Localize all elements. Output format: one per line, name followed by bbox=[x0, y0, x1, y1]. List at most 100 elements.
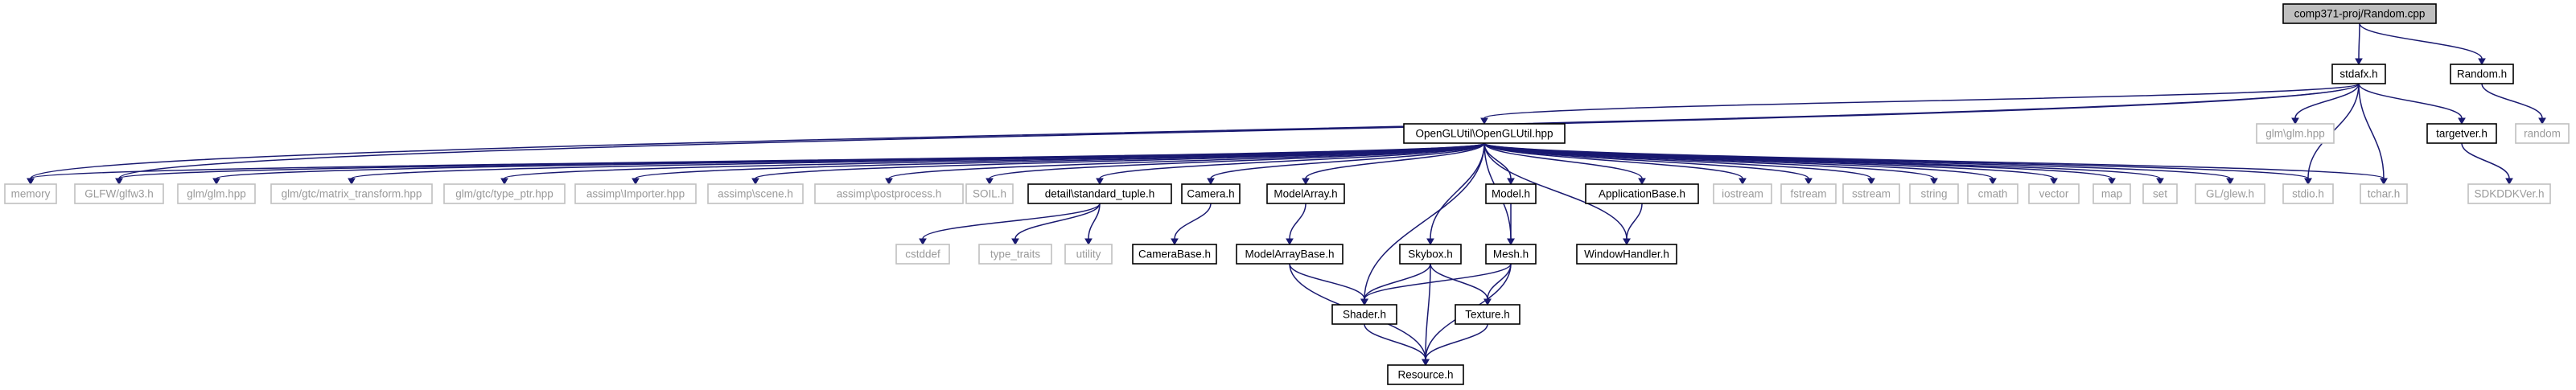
node-windowhandler-h[interactable]: WindowHandler.h bbox=[1576, 244, 1677, 265]
node-box bbox=[2028, 183, 2080, 204]
edge-line bbox=[1099, 142, 1485, 179]
node-resource-h[interactable]: Resource.h bbox=[1387, 364, 1464, 385]
node-label: SOIL.h bbox=[973, 188, 1006, 200]
node-box bbox=[1842, 183, 1900, 204]
dependency-edge bbox=[1011, 203, 1101, 246]
node-box bbox=[1132, 244, 1217, 265]
node-random-h[interactable]: Random.h bbox=[2450, 64, 2514, 84]
node-box bbox=[1387, 364, 1464, 385]
edge-line bbox=[1425, 263, 1431, 360]
dependency-edge bbox=[751, 142, 1485, 186]
edge-line bbox=[2359, 23, 2483, 60]
node-string: string bbox=[1909, 183, 1959, 204]
dependency-edge bbox=[1430, 263, 1492, 306]
node-texture-h[interactable]: Texture.h bbox=[1455, 304, 1520, 325]
dependency-edge bbox=[1422, 323, 1488, 367]
node-label: glm/gtc/matrix_transform.hpp bbox=[282, 188, 422, 200]
node-stdafx-h[interactable]: stdafx.h bbox=[2331, 64, 2386, 84]
arrowhead-icon bbox=[1480, 117, 1488, 125]
arrowhead-icon bbox=[1286, 238, 1294, 246]
node-label: iostream bbox=[1722, 188, 1763, 200]
node-model-h[interactable]: Model.h bbox=[1485, 183, 1537, 204]
node-label: Model.h bbox=[1492, 188, 1530, 200]
node-applicationbase-h[interactable]: ApplicationBase.h bbox=[1585, 183, 1699, 204]
dependency-edge bbox=[2355, 23, 2363, 66]
arrowhead-icon bbox=[2355, 58, 2363, 66]
node-box bbox=[1181, 183, 1241, 204]
node-tchar-h: tchar.h bbox=[2360, 183, 2408, 204]
arrowhead-icon bbox=[2156, 178, 2164, 186]
edge-line bbox=[1483, 142, 2113, 179]
node-targetver-h[interactable]: targetver.h bbox=[2426, 123, 2497, 144]
node-label: utility bbox=[1076, 248, 1101, 261]
node-postprocess: assimp\postprocess.h bbox=[814, 183, 964, 204]
edge-line bbox=[30, 83, 2360, 179]
arrowhead-icon bbox=[1011, 238, 1019, 246]
arrowhead-icon bbox=[1989, 178, 1997, 186]
dependency-edge bbox=[1360, 142, 1485, 306]
node-shader-h[interactable]: Shader.h bbox=[1331, 304, 1397, 325]
arrowhead-icon bbox=[2380, 178, 2388, 186]
node-standard-tuple[interactable]: detail\standard_tuple.h bbox=[1027, 183, 1172, 204]
dependency-edge bbox=[1171, 203, 1212, 246]
edge-line bbox=[755, 142, 1485, 179]
node-label: ModelArrayBase.h bbox=[1245, 248, 1334, 261]
node-box bbox=[2467, 183, 2551, 204]
node-box bbox=[707, 183, 804, 204]
edge-line bbox=[1483, 83, 2360, 119]
edge-line bbox=[2461, 142, 2510, 179]
node-label: sstream bbox=[1852, 188, 1891, 200]
dependency-edge bbox=[2358, 83, 2388, 186]
node-box bbox=[74, 183, 164, 204]
node-box bbox=[1403, 123, 1566, 144]
node-box bbox=[1485, 183, 1537, 204]
node-camera-h[interactable]: Camera.h bbox=[1181, 183, 1241, 204]
node-openglutil-hpp[interactable]: OpenGLUtil\OpenGLUtil.hpp bbox=[1403, 123, 1566, 144]
edge-line bbox=[1088, 203, 1101, 240]
edge-line bbox=[2358, 83, 2385, 179]
dependency-edge bbox=[1426, 142, 1485, 246]
arrowhead-icon bbox=[1930, 178, 1938, 186]
arrowhead-icon bbox=[986, 178, 994, 186]
arrowhead-icon bbox=[1804, 178, 1813, 186]
arrowhead-icon bbox=[2108, 178, 2116, 186]
edge-line bbox=[1425, 323, 1488, 360]
node-label: tchar.h bbox=[2368, 188, 2401, 200]
node-box bbox=[2426, 123, 2497, 144]
dependency-edge bbox=[986, 142, 1485, 186]
node-importer: assimp\Importer.hpp bbox=[574, 183, 697, 204]
dependency-edge bbox=[2358, 83, 2466, 125]
node-label: random bbox=[2524, 128, 2561, 140]
arrowhead-icon bbox=[632, 178, 640, 186]
node-box bbox=[1713, 183, 1772, 204]
edge-line bbox=[1364, 263, 1431, 300]
edge-line bbox=[1430, 142, 1485, 240]
dependency-edge bbox=[2359, 23, 2486, 66]
node-label: targetver.h bbox=[2436, 128, 2488, 140]
dependency-edge bbox=[2291, 83, 2360, 125]
node-glm-glm-hpp-a: glm\glm.hpp bbox=[2256, 123, 2335, 144]
node-modelarraybase-h[interactable]: ModelArrayBase.h bbox=[1236, 244, 1344, 265]
arrowhead-icon bbox=[751, 178, 759, 186]
node-random-cpp[interactable]: comp371-proj/Random.cpp bbox=[2282, 3, 2437, 24]
node-vector: vector bbox=[2028, 183, 2080, 204]
edge-line bbox=[1483, 142, 2385, 179]
edge-line bbox=[1483, 142, 1743, 179]
node-label: assimp\scene.h bbox=[718, 188, 793, 200]
node-box bbox=[895, 244, 950, 265]
edge-line bbox=[1483, 142, 2161, 179]
node-skybox-h[interactable]: Skybox.h bbox=[1399, 244, 1462, 265]
node-box bbox=[2331, 64, 2386, 84]
arrowhead-icon bbox=[1507, 238, 1515, 246]
node-box bbox=[2282, 3, 2437, 24]
node-modelarray-h[interactable]: ModelArray.h bbox=[1266, 183, 1345, 204]
node-camerabase-h[interactable]: CameraBase.h bbox=[1132, 244, 1217, 265]
node-label: glm/gtc/type_ptr.hpp bbox=[455, 188, 553, 200]
arrowhead-icon bbox=[2505, 178, 2513, 186]
node-soil-h: SOIL.h bbox=[965, 183, 1014, 204]
dependency-edge bbox=[1483, 142, 1747, 186]
node-label: glm\glm.hpp bbox=[2265, 128, 2325, 140]
node-cmath: cmath bbox=[1967, 183, 2018, 204]
node-mesh-h[interactable]: Mesh.h bbox=[1485, 244, 1537, 265]
node-label: Shader.h bbox=[1343, 309, 1386, 321]
